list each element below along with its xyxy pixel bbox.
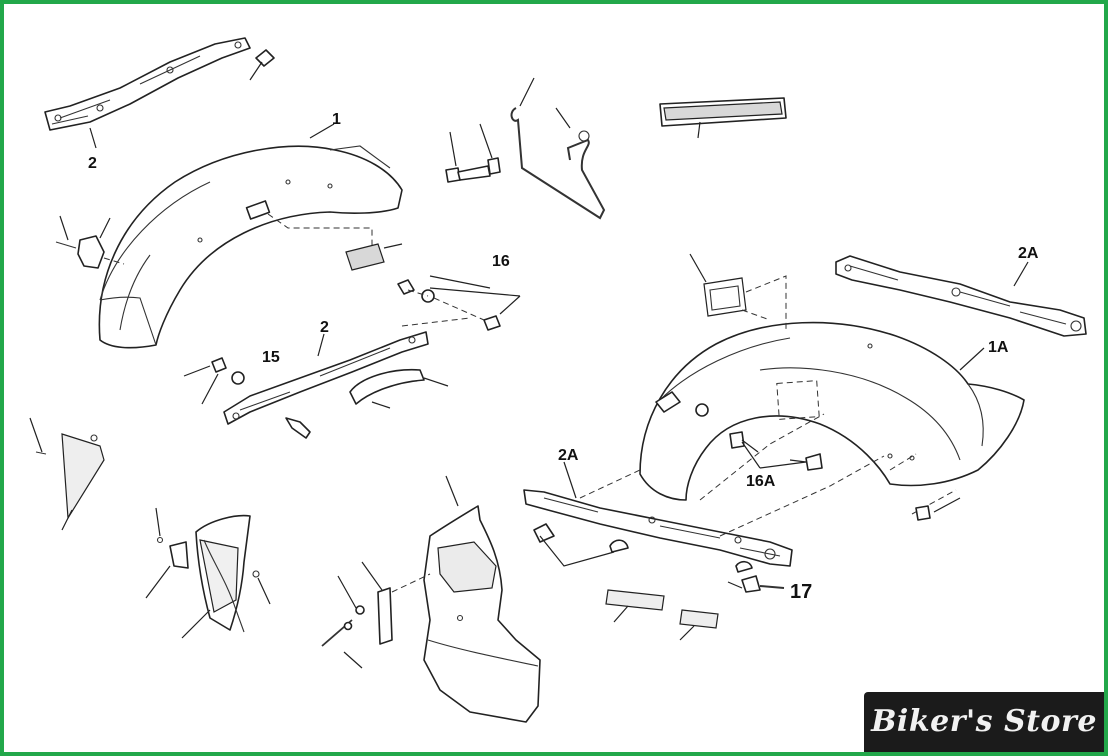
dash-rear-1 [579, 413, 885, 537]
bolt-washer-top [445, 123, 501, 183]
fender-strut-middle [223, 317, 471, 425]
rear-fender [639, 321, 1025, 501]
callout-15: 15 [262, 349, 280, 366]
rear-license-frame [689, 253, 787, 330]
callout-2a-lower: 2A [558, 447, 579, 464]
corner-plate-left [29, 417, 105, 531]
rear-strut-lower [523, 489, 793, 567]
front-fender-bracket [55, 215, 125, 269]
lower-center-cover [423, 475, 541, 723]
rear-strut-top-right [835, 255, 1087, 337]
callout-2-top: 2 [88, 155, 97, 172]
callout-17: 17 [790, 581, 812, 603]
trim-strip [659, 97, 787, 139]
callout-2a-right: 2A [1018, 245, 1039, 262]
callout-1a: 1A [988, 339, 1009, 356]
brand-logo-text: Biker's Store [871, 704, 1097, 739]
lower-left-bracket [145, 507, 271, 639]
rear-hardware [533, 431, 961, 593]
dash-front-fender-1 [267, 213, 373, 246]
bolt-top-left [249, 49, 275, 81]
brand-watermark: Biker's Store [864, 692, 1104, 752]
dash-rear-2 [889, 453, 957, 515]
callout-16: 16 [492, 253, 510, 270]
wire-hanger [510, 77, 606, 220]
front-reflector [345, 243, 403, 271]
lower-center-hardware [321, 561, 431, 669]
rubber-strip [349, 368, 449, 409]
fender-strut-top-left [44, 37, 251, 131]
rear-reflector-pads [605, 589, 719, 641]
front-fender [98, 145, 403, 349]
hardware-15 [183, 357, 245, 405]
callout-2-middle: 2 [320, 319, 329, 336]
hardware-16 [397, 275, 521, 331]
bolt-under-middle-strut [285, 417, 311, 439]
callout-16a: 16A [746, 473, 776, 490]
callout-1: 1 [332, 111, 341, 128]
